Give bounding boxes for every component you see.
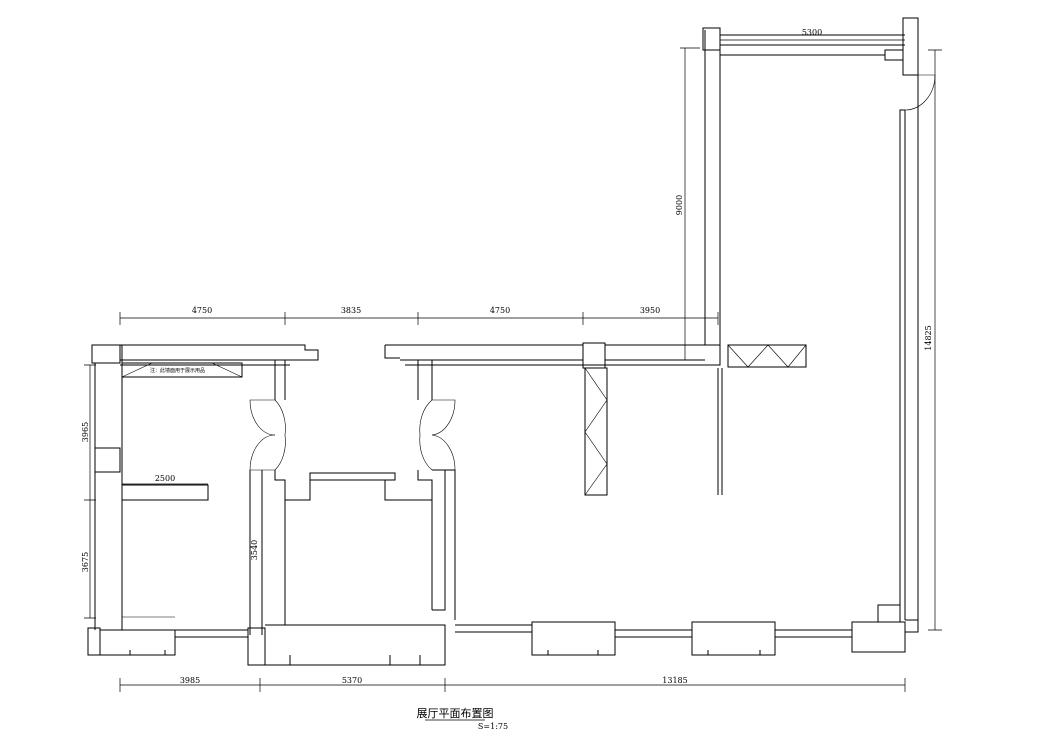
dim-bottom-2: 5370 xyxy=(342,676,362,685)
dim-top-1: 4750 xyxy=(192,306,212,315)
dim-left-1: 3965 xyxy=(81,422,90,442)
dim-left-2: 3675 xyxy=(81,552,90,572)
dim-wing-height: 9000 xyxy=(675,195,684,215)
dim-top-3: 4750 xyxy=(490,306,510,315)
dim-top-2: 3835 xyxy=(341,306,361,315)
dim-top-4: 3950 xyxy=(640,306,660,315)
dim-wing-width: 5300 xyxy=(802,28,822,37)
doors xyxy=(249,74,936,471)
dim-inner-height: 3540 xyxy=(250,540,259,560)
drawing-title: 展厅平面布置图 xyxy=(417,707,494,720)
wall-note: 注：此墙面用于展示用品 xyxy=(150,367,205,374)
dimension-lines xyxy=(84,39,942,692)
exterior-walls xyxy=(87,17,919,666)
dim-bottom-1: 3985 xyxy=(180,676,200,685)
dim-right-height: 14825 xyxy=(924,325,933,350)
dim-bottom-3: 13185 xyxy=(662,676,687,685)
dim-inner-width: 2500 xyxy=(155,474,175,483)
display-shelves xyxy=(121,344,807,618)
drawing-scale: S=1:75 xyxy=(478,722,508,731)
